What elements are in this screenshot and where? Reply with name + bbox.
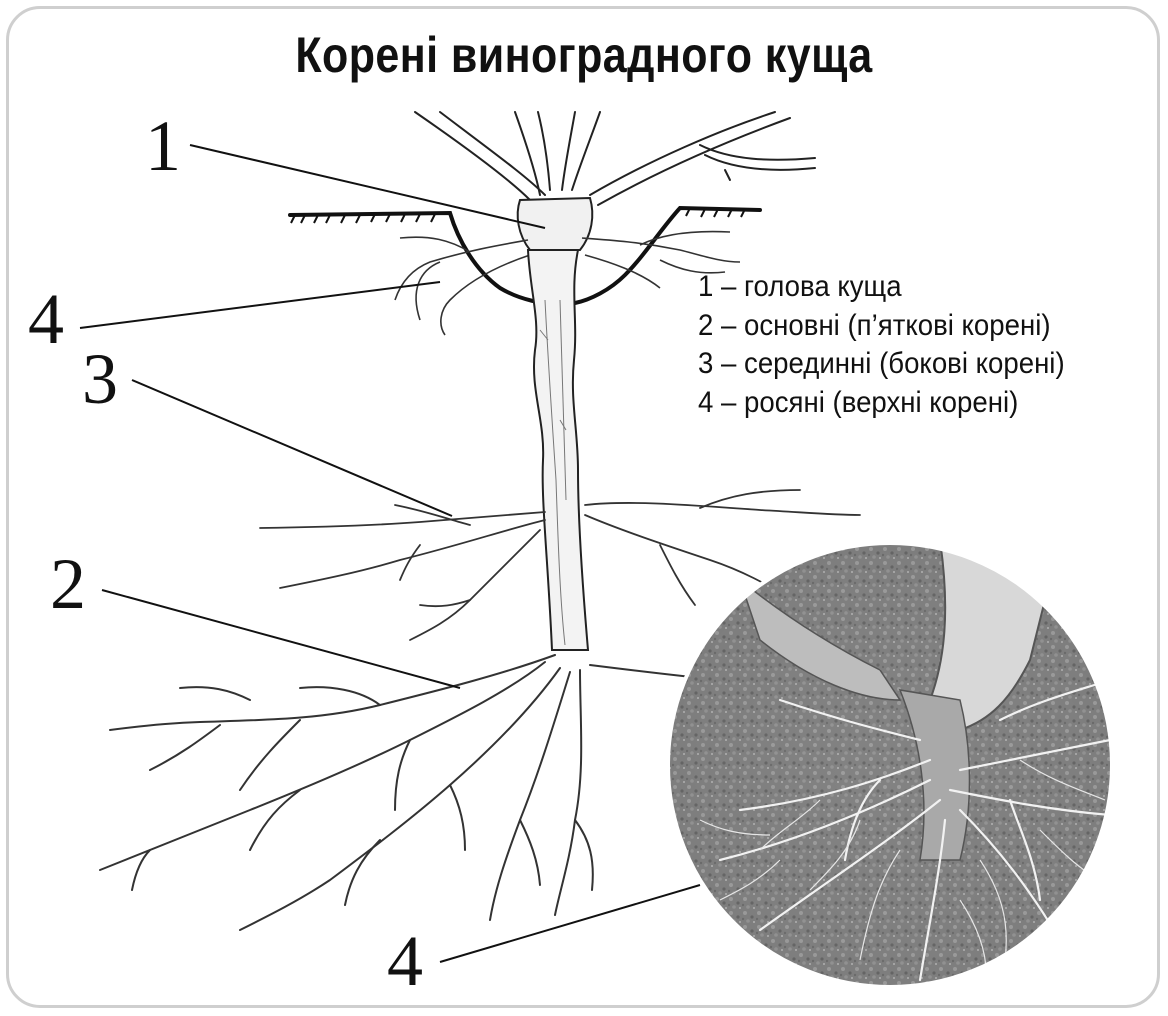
callout-4-bottom: 4 (387, 921, 423, 1001)
callout-2: 2 (50, 544, 86, 624)
callout-4-top: 4 (28, 279, 64, 359)
leader-4-bottom (439, 884, 701, 963)
callout-3: 3 (82, 339, 118, 419)
leader-1 (189, 144, 546, 229)
legend-item-head: 1 – голова куща (698, 270, 902, 303)
hole-soil-ticks (290, 207, 746, 224)
root-photo-inset (668, 543, 1112, 987)
callout-1: 1 (145, 106, 181, 186)
heel-roots (99, 654, 721, 931)
leader-lines (79, 144, 701, 963)
leader-2 (101, 589, 461, 689)
dew-roots (394, 230, 741, 336)
legend: 1 – голова куща 2 – основні (п’яткові ко… (698, 268, 1065, 422)
trunk (526, 249, 590, 651)
legend-item-dew-roots: 4 – росяні (верхні корені) (698, 385, 1019, 419)
legend-item-lateral-roots: 3 – серединні (бокові корені) (698, 347, 1065, 380)
trunk-texture (539, 299, 567, 646)
bush-head (516, 196, 594, 251)
photo-inset-border (666, 541, 1114, 989)
legend-item-heel-roots: 2 – основні (п’яткові корені) (698, 308, 1051, 342)
vine-branches (414, 111, 816, 206)
leader-4-top (79, 281, 441, 329)
leader-3 (131, 379, 453, 517)
figure-title: Корені виноградного куща (295, 27, 873, 83)
